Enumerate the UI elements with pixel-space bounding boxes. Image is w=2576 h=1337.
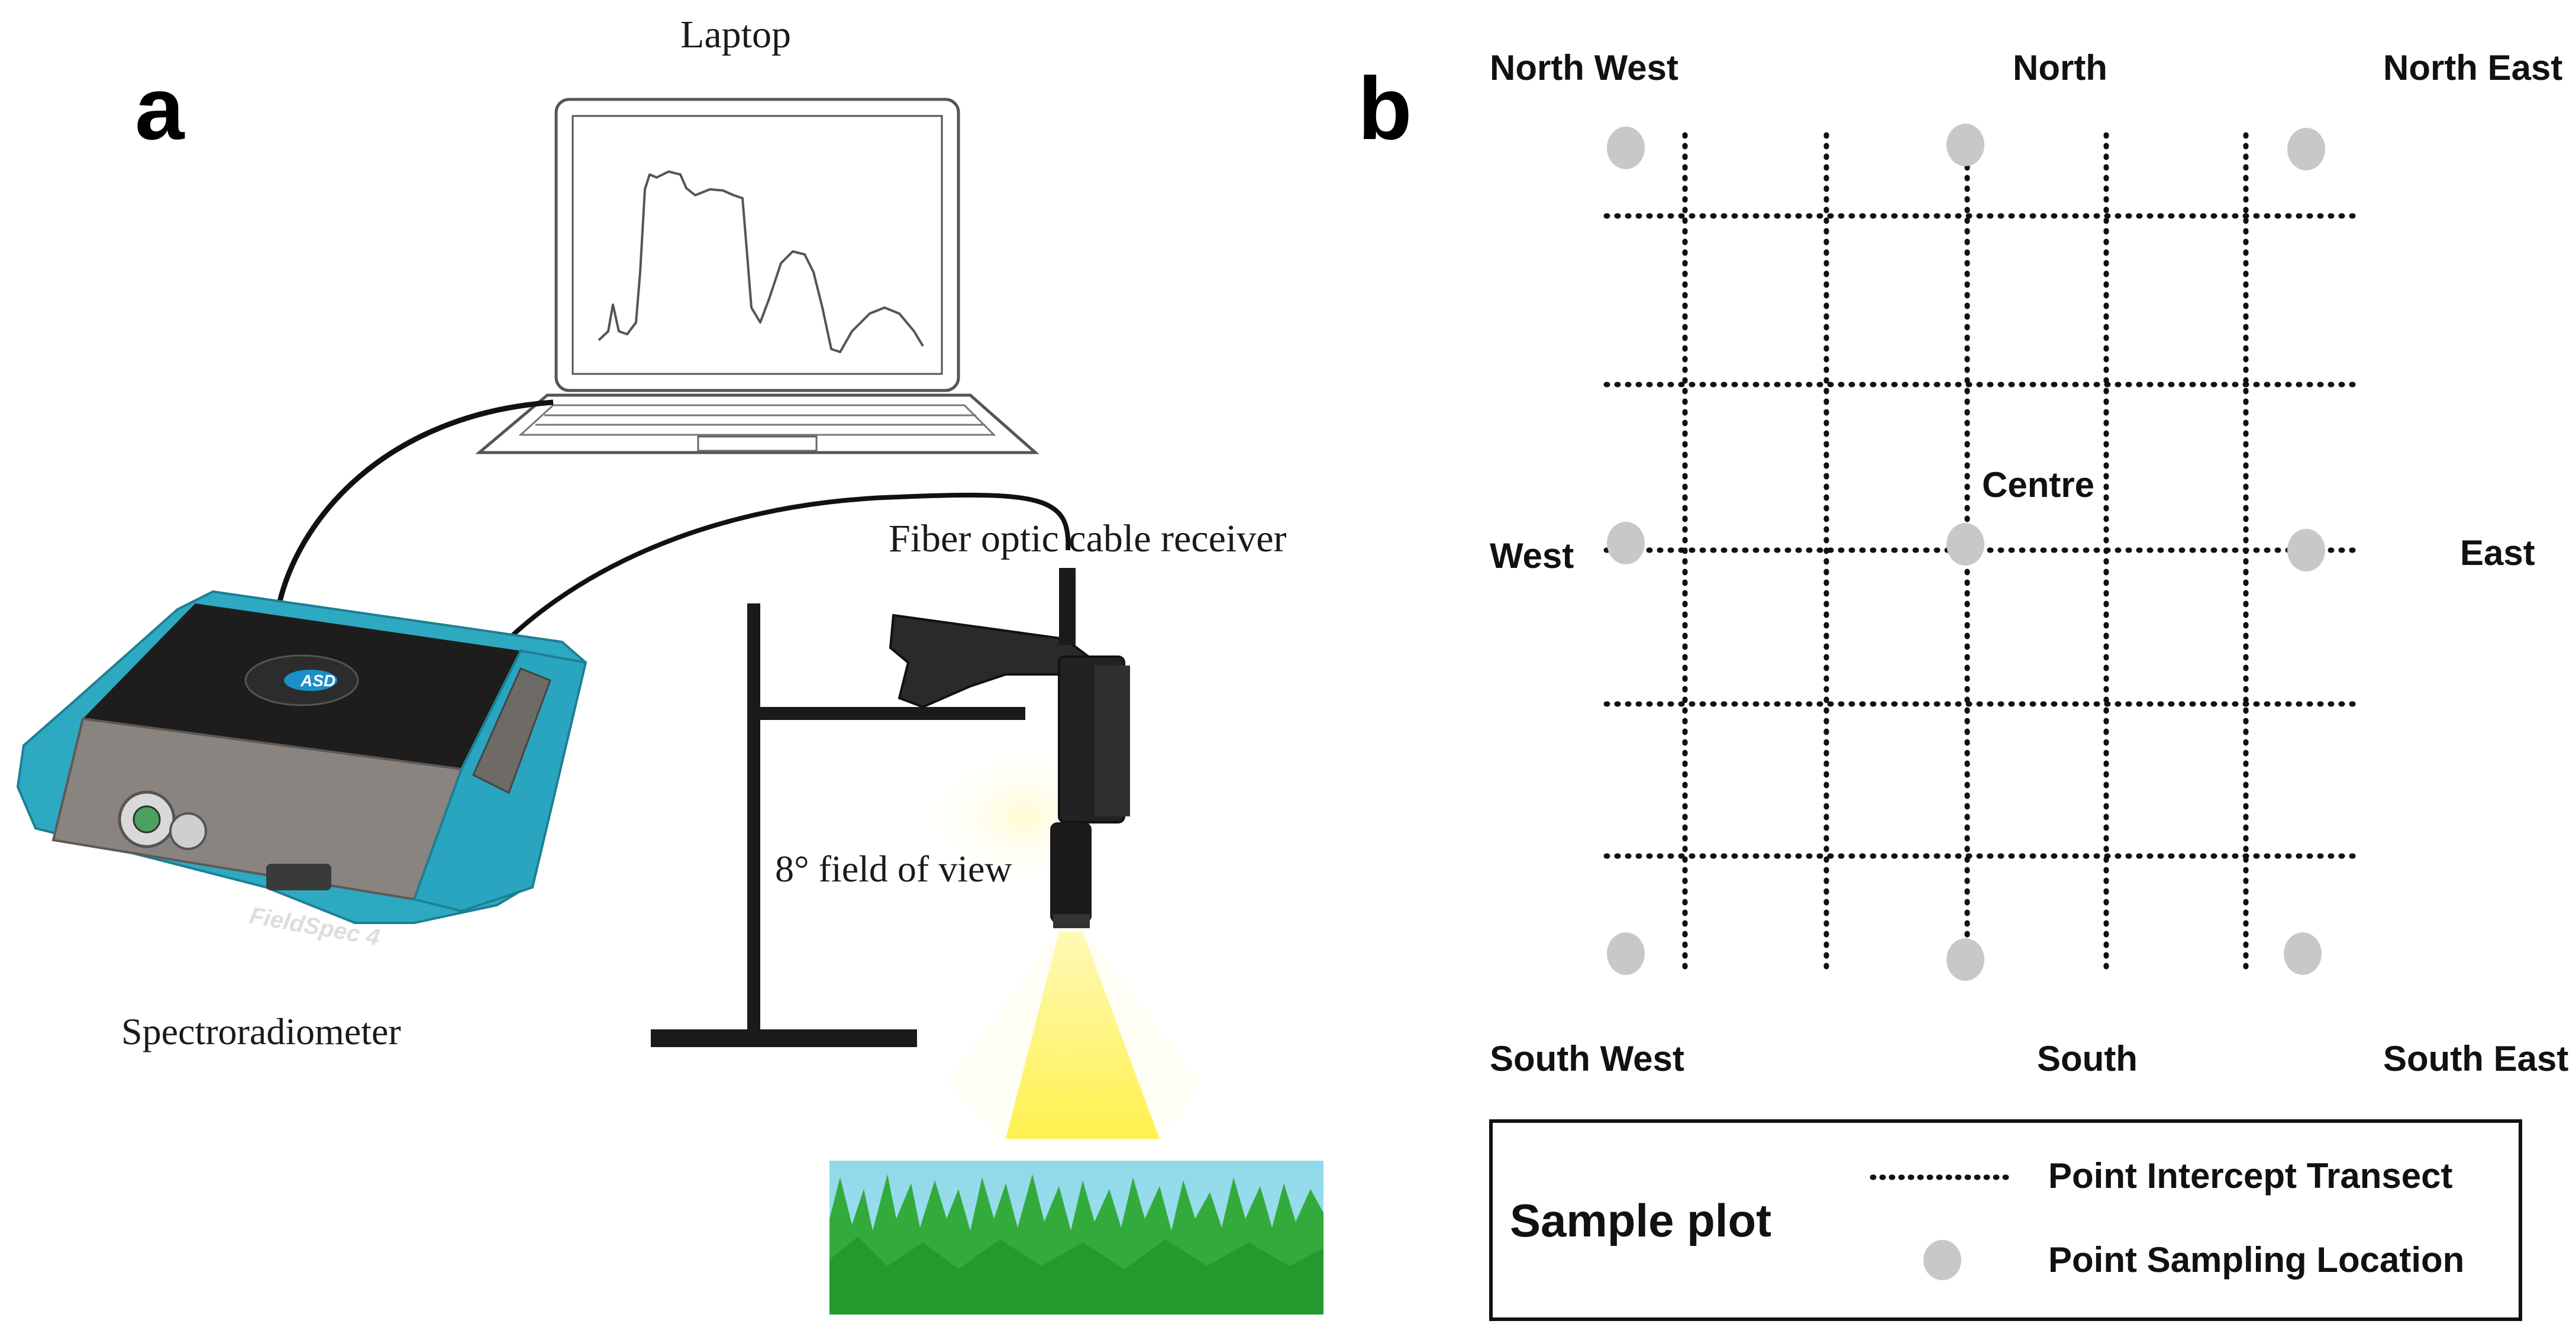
device-port-small — [169, 812, 207, 850]
sampling-point-south — [1946, 938, 1984, 981]
stand-pole — [747, 603, 760, 1041]
panel-b-letter: b — [1358, 59, 1412, 158]
fiber-optic-label: Fiber optic cable receiver — [889, 517, 1286, 560]
laptop-label: Laptop — [680, 13, 791, 56]
legend-frame — [1489, 1119, 2522, 1321]
label-north-east: North East — [2383, 48, 2562, 88]
sampling-point-south-west — [1607, 932, 1645, 975]
receiver-lens — [1053, 914, 1090, 928]
laptop-keyboard — [518, 404, 996, 436]
beam-halo — [947, 932, 1201, 1139]
sampling-points — [1607, 124, 2325, 981]
legend-point-swatch — [1923, 1240, 1961, 1280]
panel-a: a Laptop — [16, 13, 1323, 1315]
light-beam — [1006, 932, 1160, 1139]
legend-transect-label: Point Intercept Transect — [2048, 1156, 2453, 1196]
sampling-point-north — [1946, 124, 1984, 166]
label-south-west: South West — [1490, 1039, 1684, 1078]
device-logo-badge — [266, 864, 331, 890]
label-north-west: North West — [1490, 48, 1678, 88]
spectroradiometer-label: Spectroradiometer — [121, 1010, 401, 1052]
receiver-barrel — [1050, 822, 1092, 923]
spectroradiometer-device: ASD FieldSpec 4 Spectroradiometer — [16, 590, 587, 1052]
panel-a-letter: a — [135, 59, 185, 158]
stand-arm — [747, 707, 1025, 720]
panel-b: b North West North North East West Centr… — [1358, 48, 2568, 1321]
label-east: East — [2460, 533, 2535, 573]
pistol-grip-side-plate — [1095, 666, 1130, 816]
legend-box: Sample plot Point Intercept Transect Poi… — [1489, 1119, 2522, 1321]
laptop-touchpad — [697, 435, 818, 452]
sampling-point-east — [2287, 529, 2325, 571]
transect-grid — [1603, 132, 2364, 973]
stand-base — [651, 1029, 917, 1047]
sampling-point-north-west — [1607, 127, 1645, 169]
label-south-east: South East — [2383, 1039, 2568, 1078]
fiber-connector — [1059, 568, 1076, 645]
device-top-logo — [284, 670, 337, 691]
label-south: South — [2037, 1039, 2138, 1078]
grass-patch — [829, 1161, 1323, 1315]
sampling-point-south-east — [2284, 932, 2322, 975]
grass-shade — [829, 1236, 1323, 1315]
legend-title: Sample plot — [1510, 1194, 1771, 1246]
label-centre: Centre — [1982, 465, 2094, 505]
legend-point-label: Point Sampling Location — [2048, 1240, 2464, 1280]
pistol-grip-receiver: Fiber optic cable receiver 8° field of v… — [775, 517, 1286, 928]
label-west: West — [1490, 536, 1574, 576]
sampling-point-centre — [1946, 523, 1984, 566]
laptop-screen — [572, 115, 943, 375]
field-of-view-label: 8° field of view — [775, 848, 1012, 890]
device-brand-top: ASD — [300, 671, 335, 690]
tripod-stand — [651, 603, 1025, 1047]
device-port-inner — [133, 805, 161, 834]
sampling-point-north-east — [2287, 128, 2325, 170]
sampling-point-west — [1607, 522, 1645, 564]
label-north: North — [2013, 48, 2107, 88]
laptop-illustration: Laptop — [475, 13, 1040, 454]
device-handle — [472, 667, 551, 795]
spectrum-curve — [598, 170, 924, 353]
pistol-grip-handle — [889, 613, 1090, 709]
